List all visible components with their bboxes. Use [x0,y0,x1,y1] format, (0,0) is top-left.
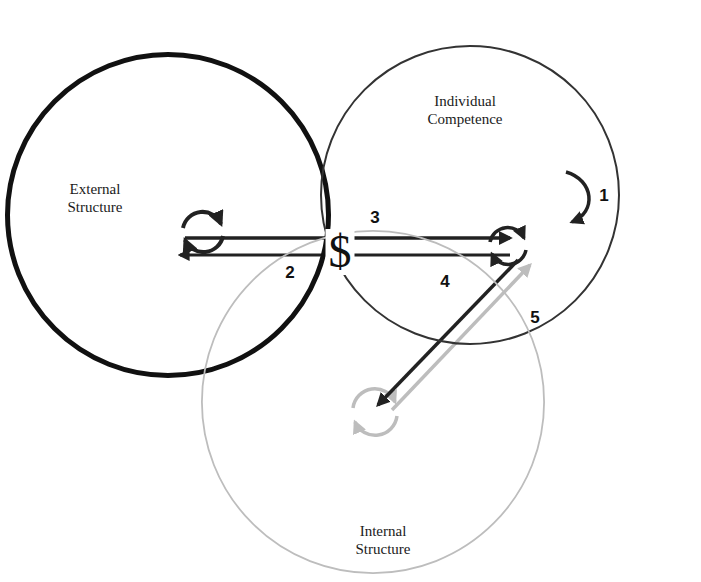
cycle-arrow [490,228,524,242]
money-symbol: $ [326,229,355,275]
cycle-arrow [183,212,221,228]
cycle-arrow [492,250,526,264]
circle-region: External Structure [5,52,331,378]
circle-region: Individual Competence [320,45,620,345]
circle-region: Internal Structure [201,230,545,574]
circle-outline [201,230,545,574]
callout-number: 5 [528,309,541,327]
callout-number: 1 [597,187,610,205]
callout-number: 3 [368,209,381,227]
cycle-arrow [355,416,397,435]
callout-number: 4 [438,273,451,291]
circle-outline [202,231,544,573]
flow-arrow [378,260,518,405]
flow-arrow [392,265,530,410]
circle-outline [8,55,329,376]
region-title: External Structure [50,180,140,216]
circle-outline [320,45,620,345]
callout-number: 2 [283,264,296,282]
circle-outline [321,46,619,344]
circle-outline [5,52,331,378]
curved-arrow [566,172,589,222]
region-title: Internal Structure [338,522,428,558]
region-title: Individual Competence [410,92,520,128]
